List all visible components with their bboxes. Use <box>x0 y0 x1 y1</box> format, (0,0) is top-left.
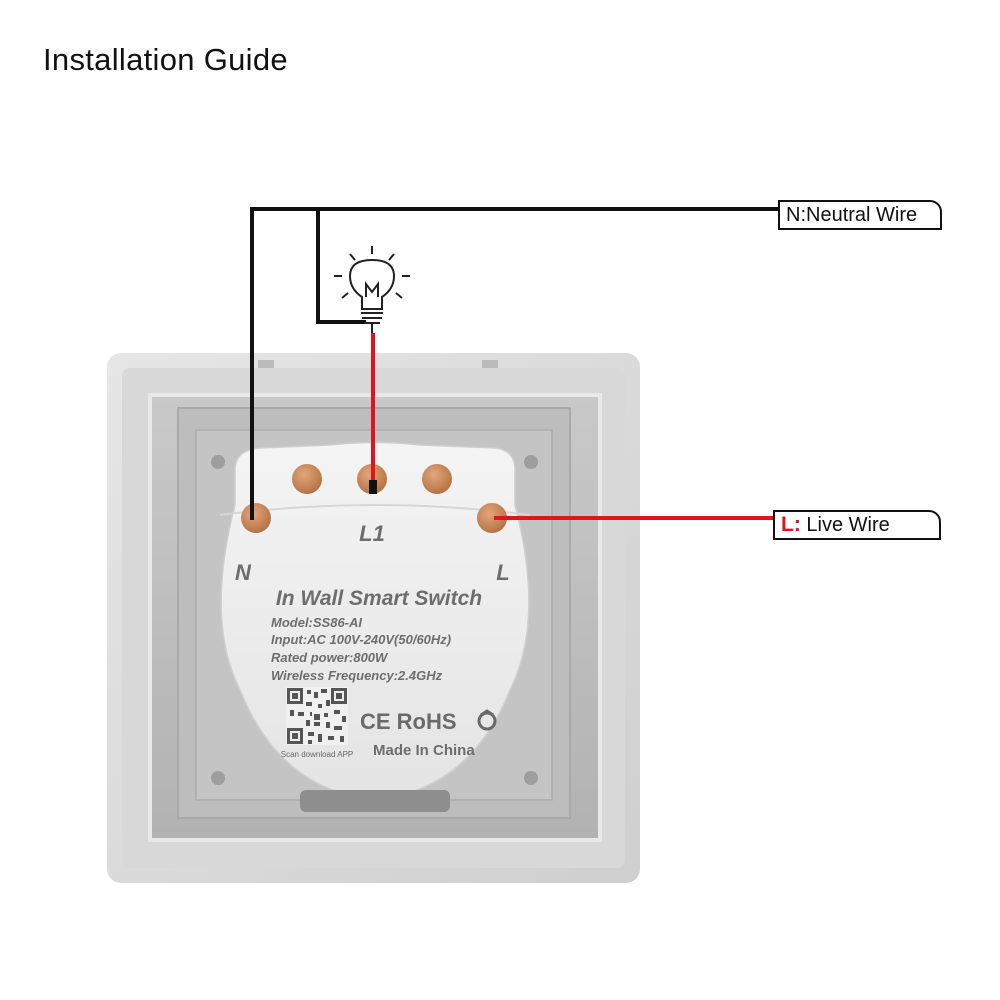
qr-caption: Scan download APP <box>281 750 354 759</box>
made-in-text: Made In China <box>373 742 475 759</box>
qr-code-icon <box>286 687 348 745</box>
model-text: Model:SS86-AI <box>271 615 362 630</box>
recycle-icon <box>477 709 497 731</box>
certification-marks: CE RoHS <box>360 709 457 734</box>
terminal-n-label: N <box>235 560 252 585</box>
terminal-2 <box>292 464 322 494</box>
live-wire-prefix: L: <box>781 513 801 536</box>
neutral-wire-label: N:Neutral Wire <box>778 200 942 230</box>
product-name: In Wall Smart Switch <box>276 587 482 610</box>
terminals <box>241 464 507 533</box>
live-wire <box>371 333 774 520</box>
page-title: Installation Guide <box>43 42 288 77</box>
terminal-n <box>241 503 271 533</box>
terminal-l1-label: L1 <box>359 521 385 546</box>
terminal-4 <box>422 464 452 494</box>
wireless-text: Wireless Frequency:2.4GHz <box>271 668 443 683</box>
rated-power-text: Rated power:800W <box>271 650 389 665</box>
live-wire-text: Live Wire <box>806 514 890 536</box>
terminal-l-label: L <box>496 560 509 585</box>
neutral-wire-text: N:Neutral Wire <box>786 204 918 226</box>
light-bulb-icon <box>334 246 410 333</box>
neutral-wire <box>250 207 780 520</box>
input-text: Input:AC 100V-240V(50/60Hz) <box>271 632 451 647</box>
terminal-l <box>477 503 507 533</box>
live-wire-label: L: Live Wire <box>773 510 941 540</box>
